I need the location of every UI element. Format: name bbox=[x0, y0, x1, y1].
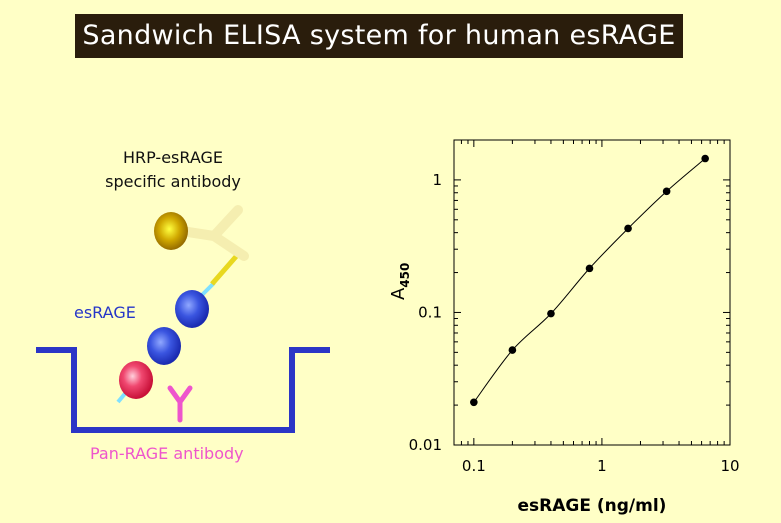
tick-labels: 0.1 1 10 0.01 0.1 1 bbox=[409, 171, 740, 475]
elisa-well bbox=[36, 347, 330, 433]
x-axis-label: esRAGE (ng/ml) bbox=[518, 496, 667, 516]
fit-curve bbox=[473, 158, 706, 403]
y-tick-label: 1 bbox=[432, 171, 442, 189]
plot-frame bbox=[453, 139, 731, 446]
data-point bbox=[585, 264, 594, 273]
data-point bbox=[547, 309, 555, 318]
data-point bbox=[470, 398, 478, 407]
data-point bbox=[508, 346, 517, 354]
x-tick-label: 1 bbox=[597, 457, 607, 475]
esrage-ball-lower bbox=[147, 327, 181, 365]
axis-ticks bbox=[453, 139, 731, 446]
data-point bbox=[624, 224, 632, 233]
esrage-label: esRAGE bbox=[74, 303, 136, 322]
hrp-ball bbox=[154, 212, 188, 250]
specific-antibody bbox=[183, 205, 249, 261]
svg-text:A450: A450 bbox=[388, 263, 412, 300]
page-title: Sandwich ELISA system for human esRAGE bbox=[75, 14, 683, 58]
hrp-antibody-label: HRP-esRAGE specific antibody bbox=[98, 146, 248, 194]
y-axis-label-sub: 450 bbox=[398, 263, 412, 288]
y-tick-label: 0.01 bbox=[409, 436, 442, 454]
x-tick-label: 0.1 bbox=[462, 457, 486, 475]
y-axis-label: A450 bbox=[388, 263, 412, 300]
y-axis-label-main: A bbox=[388, 287, 409, 300]
hrp-label-line2: specific antibody bbox=[105, 172, 241, 191]
data-points bbox=[470, 154, 709, 407]
pan-rage-label: Pan-RAGE antibody bbox=[90, 444, 244, 463]
esrage-ball-upper bbox=[175, 290, 209, 328]
pan-rage-ball bbox=[119, 361, 153, 399]
y-tick-label: 0.1 bbox=[418, 303, 442, 321]
hrp-label-line1: HRP-esRAGE bbox=[122, 148, 224, 167]
yellow-linker bbox=[210, 250, 242, 286]
data-point bbox=[701, 154, 709, 163]
data-point bbox=[662, 187, 671, 196]
pan-rage-antibody bbox=[167, 385, 193, 423]
x-tick-label: 10 bbox=[720, 457, 739, 475]
